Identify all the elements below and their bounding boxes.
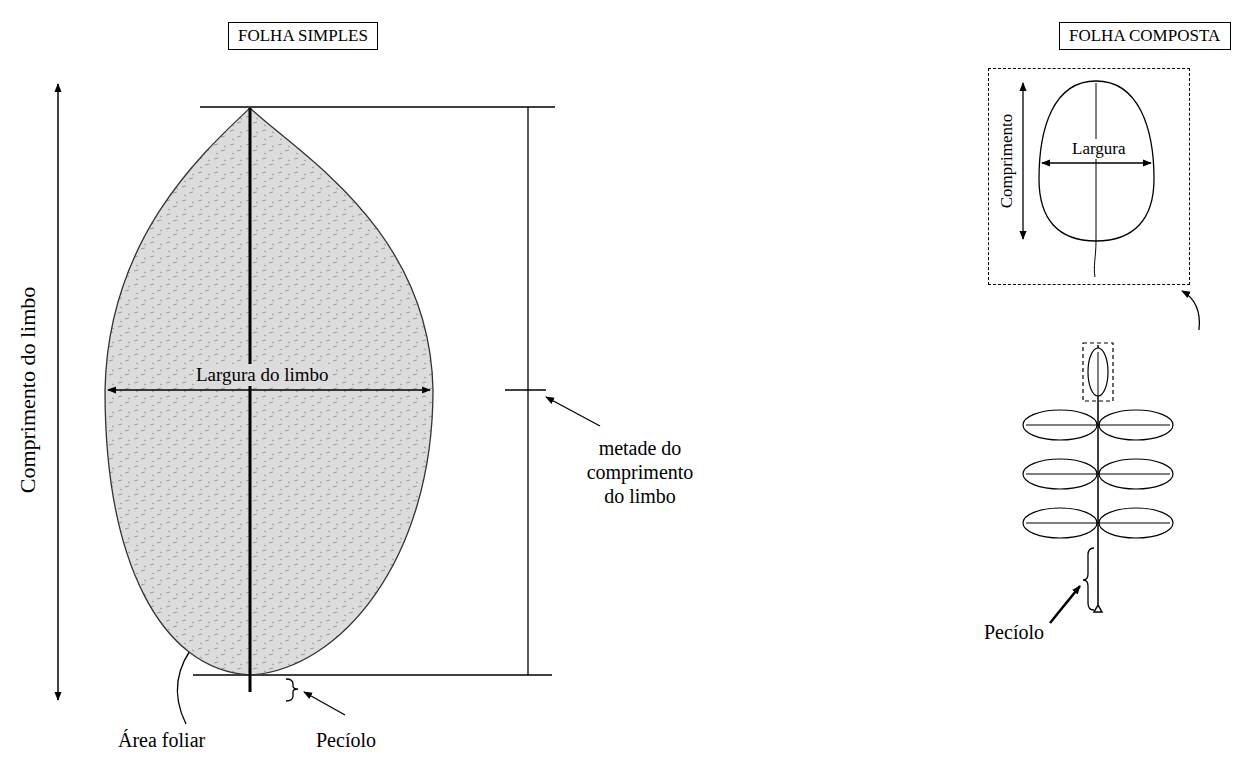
bracket	[286, 679, 298, 701]
part-label: metade do comprimento do limbo	[575, 436, 705, 508]
title-box: FOLHA COMPOSTA	[1059, 22, 1231, 50]
width-arrow	[1042, 162, 1151, 163]
leader-arrow	[546, 397, 600, 426]
half-tick	[505, 389, 546, 390]
title-box: FOLHA SIMPLES	[228, 22, 378, 50]
length-label: Comprimento	[997, 114, 1017, 208]
part-label: Área foliar	[118, 728, 205, 752]
length-line	[527, 107, 528, 675]
leaflet-veins	[1026, 352, 1170, 523]
leader-arrow	[1050, 586, 1080, 623]
midrib	[249, 108, 252, 692]
part-label: Pecíolo	[316, 728, 376, 752]
title-text: FOLHA COMPOSTA	[1069, 26, 1220, 46]
leaflet	[1088, 348, 1108, 396]
zoom-box: Comprimento Largura	[988, 68, 1190, 285]
part-label: Pecíolo	[984, 620, 1044, 644]
length-arrow	[1022, 83, 1023, 239]
node-outline	[100, 100, 440, 700]
leaf-blade	[105, 108, 433, 675]
bracket	[1083, 548, 1094, 610]
midrib	[1094, 83, 1096, 277]
dimension-label: Comprimento do limbo	[15, 287, 41, 494]
width-label: Largura do limbo	[194, 364, 331, 386]
leaf-shape: Largura do limbo	[100, 100, 440, 700]
top-line	[200, 106, 555, 107]
node-outline	[989, 69, 1188, 283]
length-arrow	[57, 84, 59, 700]
title-text: FOLHA SIMPLES	[238, 26, 368, 46]
selection-box	[1083, 343, 1113, 401]
leader-arrow	[304, 692, 345, 715]
width-arrow	[108, 389, 430, 391]
leaflets	[1023, 410, 1173, 538]
width-label: Largura	[1072, 139, 1126, 159]
zoom-arrow	[1182, 291, 1199, 330]
